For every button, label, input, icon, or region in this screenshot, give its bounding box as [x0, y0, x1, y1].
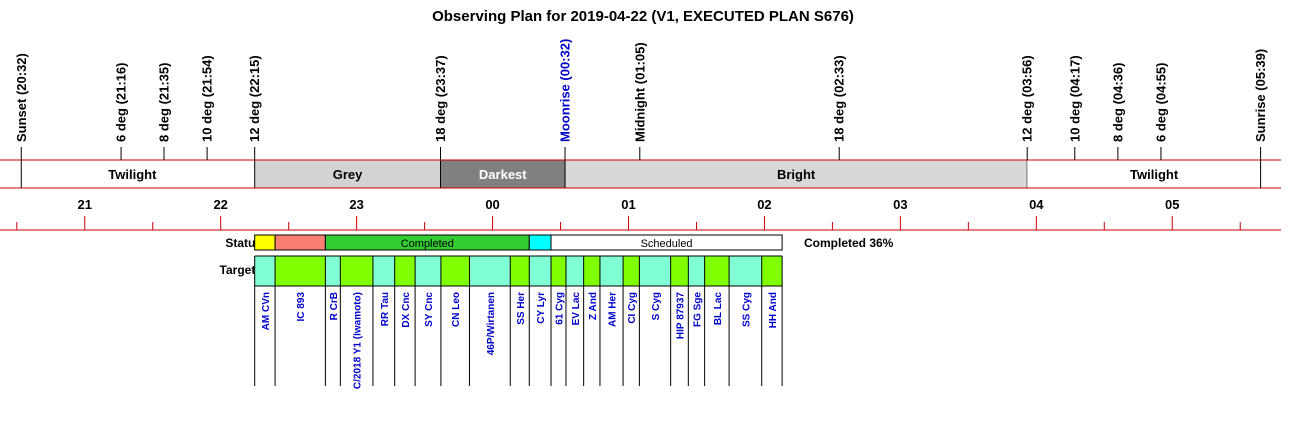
target-block [729, 256, 762, 286]
target-block [372, 256, 395, 286]
target-name: FG Sge [692, 292, 703, 327]
target-name: C/2018 Y1 (Iwamoto) [353, 292, 364, 389]
target-block [254, 256, 276, 286]
target-name: AM Her [608, 292, 619, 327]
target-name: BL Lac [713, 292, 724, 326]
sky-band [1027, 160, 1281, 188]
target-block [510, 256, 530, 286]
targets-row-label: Targets [220, 263, 263, 277]
target-block [704, 256, 730, 286]
event-label: Sunset (20:32) [14, 53, 29, 142]
event-label: 18 deg (23:37) [433, 55, 448, 142]
event-label: 6 deg (21:16) [114, 63, 129, 142]
target-name: CN Leo [451, 292, 462, 327]
target-block [623, 256, 640, 286]
target-block [565, 256, 584, 286]
target-name: EV Lac [571, 292, 582, 326]
target-block [599, 256, 624, 286]
target-name: SY Cnc [424, 292, 435, 327]
status-segment [254, 234, 276, 251]
status-segment-label: Completed [401, 238, 454, 250]
hour-tick-label: 22 [213, 197, 227, 212]
chart-title: Observing Plan for 2019-04-22 (V1, EXECU… [432, 8, 854, 25]
status-row-label: Status [225, 236, 262, 250]
event-label: Midnight (01:05) [632, 42, 647, 142]
target-block [761, 256, 783, 286]
sky-band-label: Darkest [479, 167, 527, 182]
target-block [469, 256, 511, 286]
status-summary: Completed 36% [804, 236, 894, 250]
target-name: RR Tau [380, 292, 391, 326]
target-name: S Cyg [651, 292, 662, 320]
target-block [670, 256, 689, 286]
event-label: 8 deg (21:35) [157, 63, 172, 142]
sky-band [440, 160, 566, 188]
hour-tick-label: 23 [349, 197, 363, 212]
target-name: SS Cyg [741, 292, 752, 327]
event-label: 10 deg (21:54) [200, 55, 215, 142]
sky-band [254, 160, 441, 188]
target-name: 46P/Wirtanen [486, 292, 497, 355]
time-axis: 21 22 23 00 01 02 03 04 05 [0, 197, 1281, 231]
target-block [529, 256, 552, 286]
event-label: 6 deg (04:55) [1153, 63, 1168, 142]
hour-tick-label: 05 [1165, 197, 1179, 212]
hour-tick-label: 00 [485, 197, 499, 212]
events: Sunset (20:32) 6 deg (21:16) 8 deg (21:35)… [14, 39, 1268, 188]
targets-row: Targets AM CVn IC 893 R CrB C/2018 Y1 (Iwam… [220, 255, 783, 389]
event-label: 12 deg (22:15) [247, 55, 262, 142]
target-name: SS Her [516, 292, 527, 325]
sky-band-label: Twilight [1130, 167, 1179, 182]
sky-band [10, 160, 255, 188]
target-block [325, 256, 341, 286]
target-block [394, 256, 416, 286]
event-label: 18 deg (02:33) [832, 55, 847, 142]
hour-tick-label: 21 [78, 197, 92, 212]
hour-tick-label: 03 [893, 197, 907, 212]
target-block [583, 256, 600, 286]
target-name: R CrB [329, 292, 340, 320]
target-block [639, 256, 671, 286]
event-label: 10 deg (04:17) [1067, 55, 1082, 142]
target-name: 61 Cyg [555, 292, 566, 325]
target-name: HIP 87937 [675, 292, 686, 340]
event-label: 12 deg (03:56) [1020, 55, 1035, 142]
status-segment [528, 234, 552, 251]
target-name: AM CVn [261, 292, 272, 330]
target-block [340, 256, 373, 286]
hour-tick-label: 02 [757, 197, 771, 212]
hour-tick-label: 04 [1029, 197, 1044, 212]
event-label: 8 deg (04:36) [1110, 63, 1125, 142]
event-label: Sunrise (05:39) [1253, 49, 1268, 142]
target-block [415, 256, 441, 286]
target-name: DX Cnc [401, 292, 412, 328]
target-name: IC 893 [296, 292, 307, 322]
sky-band-label: Bright [777, 167, 816, 182]
status-segment [274, 234, 326, 251]
status-segment [550, 234, 783, 251]
target-name: HH And [768, 292, 779, 328]
target-block [688, 256, 705, 286]
status-segment-label: Scheduled [641, 238, 693, 250]
event-label: Moonrise (00:32) [558, 39, 573, 142]
target-name: Z And [588, 292, 599, 320]
hour-tick-label: 01 [621, 197, 635, 212]
sky-band-label: Grey [333, 167, 363, 182]
target-name: CI Cyg [627, 292, 638, 324]
target-block [275, 256, 326, 286]
sky-bands: Twilight Grey Darkest Bright Twilight [0, 159, 1281, 189]
status-row: Status Completed 36% Completed Scheduled [225, 234, 894, 251]
sky-band-label: Twilight [108, 167, 157, 182]
target-block [440, 256, 470, 286]
sky-band [565, 160, 1028, 188]
target-name: CY Lyr [536, 292, 547, 324]
target-block [551, 256, 566, 286]
